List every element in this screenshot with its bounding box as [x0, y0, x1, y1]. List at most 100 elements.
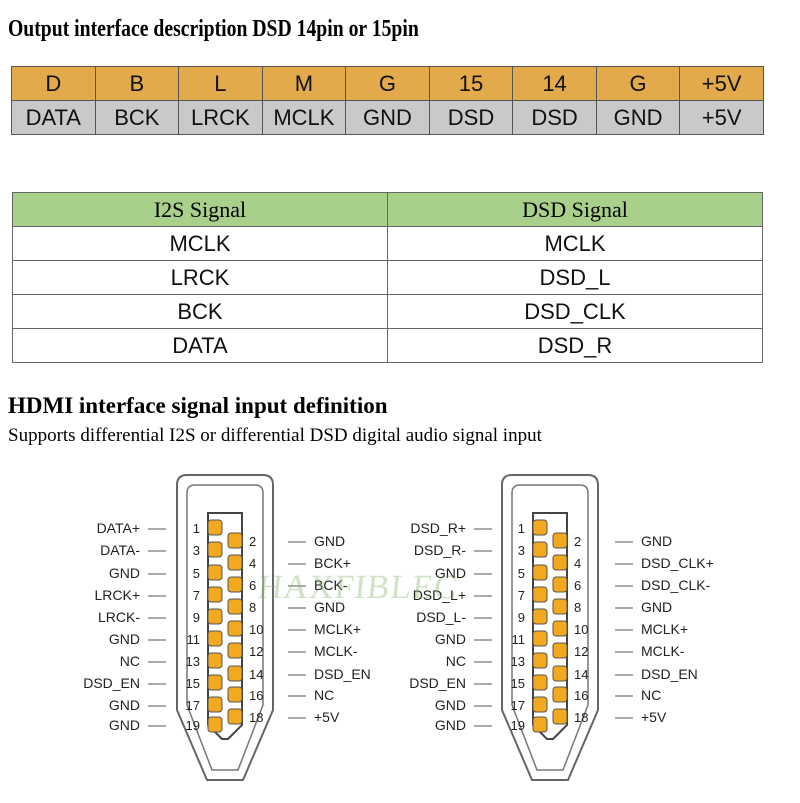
pin-number: 8	[574, 600, 581, 615]
pin-value-cell: DATA	[11, 100, 96, 135]
pin-header-cell: M	[261, 66, 347, 101]
output-interface-title: Output interface description DSD 14pin o…	[8, 16, 419, 42]
pin-pad	[532, 652, 548, 669]
pin-pad	[552, 576, 568, 593]
dsd-cell: MCLK	[387, 226, 763, 261]
dsd-cell: DSD_CLK	[387, 294, 763, 329]
pin-pad	[207, 586, 223, 603]
pin-number: 14	[249, 667, 263, 682]
pin-pad	[227, 620, 243, 637]
pin-pad	[227, 642, 243, 659]
pin-pad	[532, 519, 548, 536]
dsd-header-cell: DSD Signal	[387, 192, 763, 227]
pin-number: 19	[511, 718, 525, 733]
connector-inner-shell	[511, 484, 589, 771]
pin-label: GND	[641, 599, 672, 615]
pin-label: NC	[446, 653, 466, 669]
pin-value-cell: +5V	[679, 100, 764, 135]
connector-outer-shell	[501, 474, 599, 781]
pin-value-cell: GND	[595, 100, 681, 135]
hdmi-section-title: HDMI interface signal input definition	[8, 393, 388, 418]
connector-inner-shell	[186, 484, 264, 771]
pin-pad	[227, 532, 243, 549]
pin-label: GND	[435, 565, 466, 581]
pin-number: 19	[186, 718, 200, 733]
pin-number: 11	[187, 632, 201, 647]
pin-number: 9	[518, 610, 525, 625]
table-row: MCLK MCLK	[12, 226, 763, 261]
pin-number: 11	[512, 632, 526, 647]
pin-pad	[207, 716, 223, 733]
pin-value-cell: MCLK	[261, 100, 347, 135]
pin-label: BCK-	[314, 577, 348, 593]
pin-label: +5V	[641, 709, 667, 725]
pin-header-cell: L	[178, 66, 263, 101]
signal-table-header-row: I2S Signal DSD Signal	[12, 192, 763, 227]
pin-header-cell: G	[595, 66, 681, 101]
pin-label: DSD_EN	[314, 666, 371, 682]
i2s-cell: LRCK	[12, 260, 388, 295]
pin-label: DSD_CLK-	[641, 577, 711, 593]
pin-label: DATA+	[97, 520, 140, 536]
pin-number: 10	[574, 622, 588, 637]
pin-label: GND	[109, 717, 140, 733]
pin-pad	[552, 708, 568, 725]
pin-header-cell: G	[345, 66, 430, 101]
pin-pad	[207, 630, 223, 647]
pin-value-cell: GND	[345, 100, 430, 135]
pin-pad	[552, 642, 568, 659]
pin-table-header-row: D B L M G 15 14 G +5V	[11, 66, 764, 101]
pin-header-cell: B	[94, 66, 180, 101]
pin-pad	[552, 665, 568, 682]
pin-label: GND	[641, 533, 672, 549]
pin-table-value-row: DATA BCK LRCK MCLK GND DSD DSD GND +5V	[11, 100, 764, 135]
pin-number: 5	[518, 566, 525, 581]
pin-number: 16	[249, 688, 263, 703]
pin-label: DSD_R-	[414, 542, 466, 558]
pin-number: 18	[574, 710, 588, 725]
pin-label: DSD_L+	[413, 587, 466, 603]
pin-label: NC	[641, 687, 661, 703]
pin-value-cell: DSD	[428, 100, 514, 135]
watermark: HAXFIBLEC	[256, 569, 460, 606]
pin-value-cell: BCK	[94, 100, 180, 135]
pin-number: 17	[186, 698, 200, 713]
pin-number: 13	[186, 654, 200, 669]
pin-label: BCK+	[314, 555, 351, 571]
pin-label: GND	[435, 717, 466, 733]
pin-table: D B L M G 15 14 G +5V DATA BCK LRCK MCLK…	[11, 66, 764, 135]
pin-label: MCLK-	[641, 643, 685, 659]
pin-number: 12	[249, 644, 263, 659]
pin-pad	[227, 708, 243, 725]
pin-number: 3	[518, 543, 525, 558]
pin-number: 3	[193, 543, 200, 558]
connector-outer-shell	[176, 474, 274, 781]
pin-label: DSD_EN	[83, 675, 140, 691]
pin-pad	[532, 586, 548, 603]
pin-pad	[207, 519, 223, 536]
pin-number: 7	[193, 588, 200, 603]
pin-number: 16	[574, 688, 588, 703]
pin-pad	[532, 716, 548, 733]
pin-number: 2	[249, 534, 256, 549]
pin-label: GND	[109, 565, 140, 581]
pin-label: NC	[314, 687, 334, 703]
pin-label: DSD_EN	[409, 675, 466, 691]
pin-label: NC	[120, 653, 140, 669]
pin-label: DSD_L-	[416, 609, 466, 625]
pin-label: GND	[314, 599, 345, 615]
pin-label: DATA-	[100, 542, 140, 558]
pin-pad	[227, 554, 243, 571]
pin-label: DSD_EN	[641, 666, 698, 682]
pin-label: GND	[435, 631, 466, 647]
i2s-cell: DATA	[12, 328, 388, 363]
pin-pad	[227, 598, 243, 615]
pin-pad	[552, 598, 568, 615]
table-row: LRCK DSD_L	[12, 260, 763, 295]
i2s-cell: MCLK	[12, 226, 388, 261]
pin-pad	[532, 541, 548, 558]
pin-pad	[532, 630, 548, 647]
pin-number: 7	[518, 588, 525, 603]
pin-number: 5	[193, 566, 200, 581]
pin-label: MCLK-	[314, 643, 358, 659]
